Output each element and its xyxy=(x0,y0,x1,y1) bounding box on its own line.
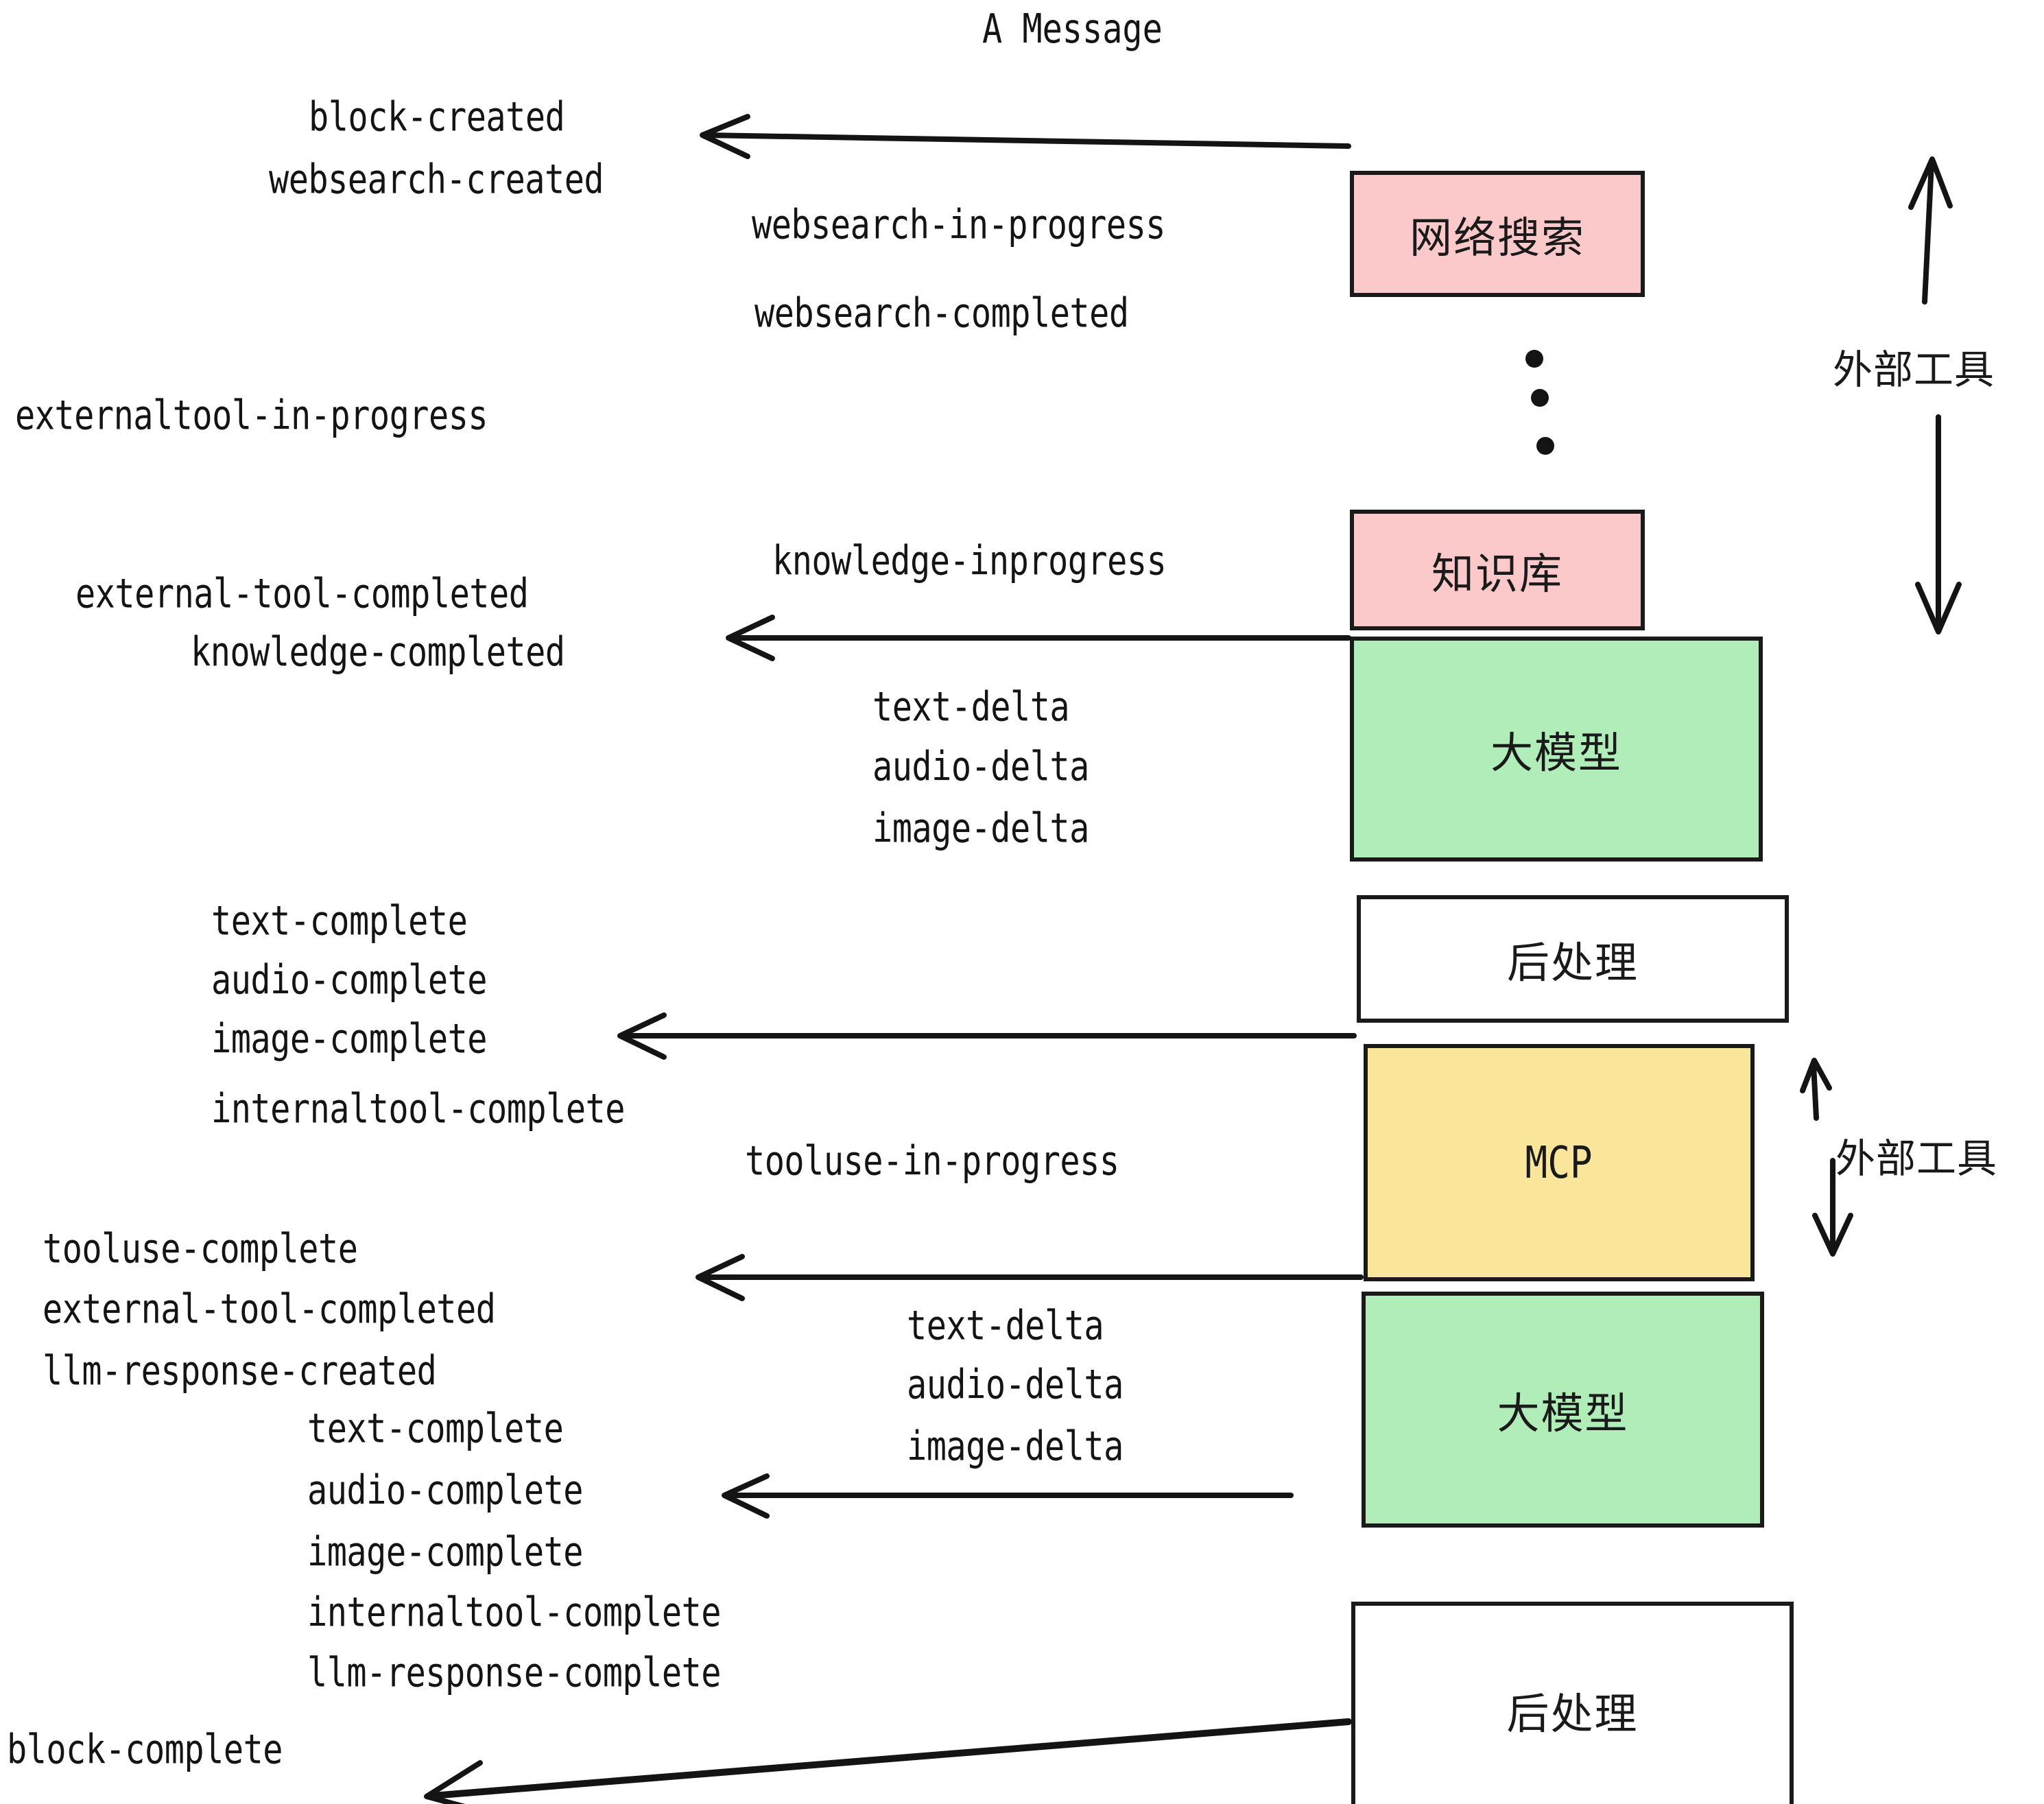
event-external-tool-completed-1: external-tool-completed xyxy=(75,570,529,617)
arrow-postprocess2-to-block-complete xyxy=(424,1718,1352,1804)
event-text-delta-2: text-delta xyxy=(907,1302,1104,1349)
event-knowledge-inprogress: knowledge-inprogress xyxy=(772,537,1167,584)
event-image-complete-2: image-complete xyxy=(307,1528,584,1576)
node-postprocess-1[interactable]: 后处理 xyxy=(1357,895,1789,1023)
event-tooluse-complete: tooluse-complete xyxy=(43,1225,358,1272)
event-image-delta-2: image-delta xyxy=(907,1423,1124,1470)
node-websearch[interactable]: 网络搜索 xyxy=(1350,171,1645,297)
event-tooluse-in-progress: tooluse-in-progress xyxy=(745,1137,1119,1185)
event-llm-response-complete: llm-response-complete xyxy=(307,1649,722,1696)
event-internaltool-complete-1: internaltool-complete xyxy=(211,1085,626,1132)
node-websearch-label: 网络搜索 xyxy=(1409,213,1585,263)
node-llm-1-label: 大模型 xyxy=(1490,728,1622,778)
event-image-delta-1: image-delta xyxy=(872,805,1089,852)
event-audio-complete-2: audio-complete xyxy=(307,1467,584,1514)
event-websearch-completed: websearch-completed xyxy=(754,289,1129,337)
event-websearch-in-progress: websearch-in-progress xyxy=(752,201,1166,248)
side-label-external-tools-top: 外部工具 xyxy=(1833,346,1995,393)
event-text-complete-1: text-complete xyxy=(211,897,468,945)
node-knowledge[interactable]: 知识库 xyxy=(1350,510,1645,630)
node-llm-1[interactable]: 大模型 xyxy=(1350,637,1763,862)
arrow-llm2-to-events xyxy=(722,1473,1294,1519)
side-label-external-tools-bottom: 外部工具 xyxy=(1835,1135,1998,1182)
ellipsis-dot-2 xyxy=(1531,389,1549,407)
arrow-websearch-to-events xyxy=(700,114,1351,159)
node-llm-2-label: 大模型 xyxy=(1497,1388,1629,1438)
node-knowledge-label: 知识库 xyxy=(1431,549,1563,599)
ellipsis-dot-3 xyxy=(1536,437,1554,455)
event-audio-complete-1: audio-complete xyxy=(211,956,488,1004)
event-audio-delta-2: audio-delta xyxy=(907,1361,1124,1408)
node-postprocess-2[interactable]: 后处理 xyxy=(1351,1602,1794,1804)
event-text-delta-1: text-delta xyxy=(872,683,1070,731)
arrow-mcp-to-events xyxy=(696,1254,1364,1301)
node-postprocess-1-label: 后处理 xyxy=(1506,938,1639,988)
event-audio-delta-1: audio-delta xyxy=(872,743,1089,790)
event-text-complete-2: text-complete xyxy=(307,1405,564,1452)
event-knowledge-completed: knowledge-completed xyxy=(191,628,565,676)
event-externaltool-in-progress: externaltool-in-progress xyxy=(15,392,488,439)
event-block-created: block-created xyxy=(309,93,565,141)
node-llm-2[interactable]: 大模型 xyxy=(1362,1292,1764,1528)
page-title: A Message xyxy=(982,5,1163,52)
event-websearch-created: websearch-created xyxy=(269,156,604,203)
event-block-complete: block-complete xyxy=(7,1726,283,1773)
arrow-postprocess1-to-events xyxy=(617,1012,1357,1060)
node-postprocess-2-label: 后处理 xyxy=(1506,1689,1639,1739)
arrow-external-tools-top xyxy=(1908,156,1962,634)
event-external-tool-completed-2: external-tool-completed xyxy=(43,1285,496,1333)
arrow-knowledge-to-events xyxy=(726,615,1351,661)
event-llm-response-created: llm-response-created xyxy=(43,1347,437,1394)
event-image-complete-1: image-complete xyxy=(211,1015,488,1063)
node-mcp[interactable]: MCP xyxy=(1364,1044,1755,1281)
ellipsis-dot-1 xyxy=(1525,350,1543,368)
node-mcp-label: MCP xyxy=(1525,1137,1593,1189)
event-internaltool-complete-2: internaltool-complete xyxy=(307,1589,722,1636)
